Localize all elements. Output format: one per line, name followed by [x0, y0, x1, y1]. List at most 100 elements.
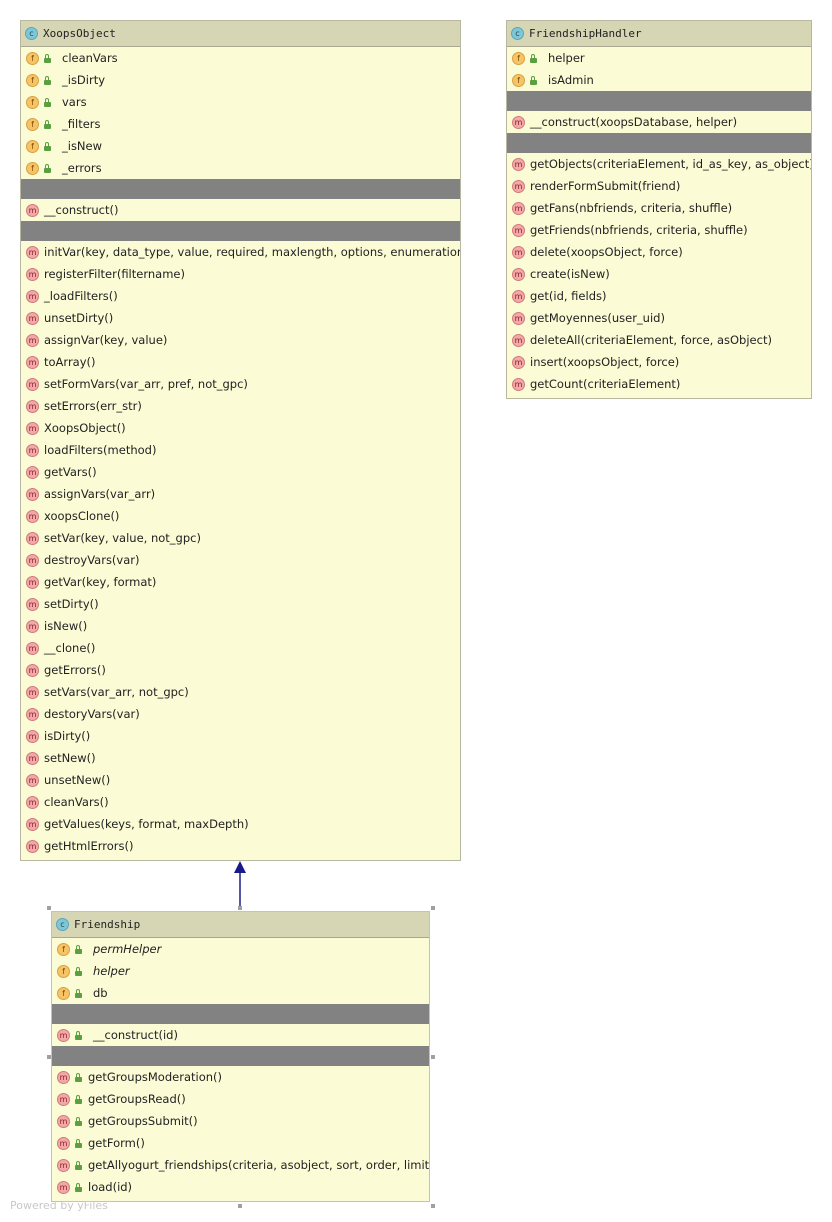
field-row[interactable]: f_filters — [21, 113, 460, 135]
method-row[interactable]: m_loadFilters() — [21, 285, 460, 307]
field-name: cleanVars — [62, 51, 118, 65]
selection-handle[interactable] — [238, 906, 242, 910]
selection-handle[interactable] — [431, 1055, 435, 1059]
visibility-lock-icon — [74, 1072, 83, 1082]
field-name: helper — [548, 51, 585, 65]
selection-handle[interactable] — [47, 1055, 51, 1059]
method-icon: m — [57, 1158, 70, 1172]
field-row[interactable]: f_errors — [21, 157, 460, 179]
method-signature: unsetNew() — [44, 773, 111, 787]
method-signature: getVars() — [44, 465, 97, 479]
method-signature: load(id) — [88, 1180, 133, 1194]
constructor-row[interactable]: m__construct() — [21, 199, 460, 221]
method-signature: getCount(criteriaElement) — [530, 377, 681, 391]
method-icon: m — [26, 289, 39, 303]
powered-by-footer: Powered by yFiles — [10, 1199, 108, 1212]
method-icon: m — [512, 157, 525, 171]
method-signature: getFans(nbfriends, criteria, shuffle) — [530, 201, 733, 215]
selection-handle[interactable] — [431, 906, 435, 910]
method-row[interactable]: m__clone() — [21, 637, 460, 659]
selection-handle[interactable] — [47, 906, 51, 910]
selection-handle[interactable] — [431, 1204, 435, 1208]
visibility-lock-icon — [43, 163, 52, 173]
constructor-row[interactable]: m__construct(xoopsDatabase, helper) — [507, 111, 811, 133]
method-icon: m — [26, 597, 39, 611]
method-icon: m — [512, 377, 525, 391]
field-name: helper — [93, 964, 130, 978]
visibility-lock-icon — [74, 1116, 83, 1126]
method-signature: setErrors(err_str) — [44, 399, 142, 413]
method-signature: getObjects(criteriaElement, id_as_key, a… — [530, 157, 812, 171]
visibility-lock-icon — [43, 119, 52, 129]
method-icon: m — [26, 707, 39, 721]
method-row[interactable]: m getObjects(criteriaElement, id_as_key, … — [507, 153, 811, 175]
method-signature: __construct(xoopsDatabase, helper) — [530, 115, 738, 129]
method-signature: XoopsObject() — [44, 421, 126, 435]
field-row[interactable]: f_isDirty — [21, 69, 460, 91]
visibility-lock-icon — [74, 988, 83, 998]
method-signature: getVar(key, format) — [44, 575, 157, 589]
method-icon: m — [26, 795, 39, 809]
constructor-row[interactable]: m__construct(id) — [52, 1024, 429, 1046]
method-signature: initVar(key, data_type, value, required,… — [44, 245, 461, 259]
method-row[interactable]: m getCount(criteriaElement) — [507, 373, 811, 395]
method-signature: setVars(var_arr, not_gpc) — [44, 685, 189, 699]
field-row[interactable]: f_isNew — [21, 135, 460, 157]
selection-handle[interactable] — [238, 1204, 242, 1208]
method-signature: deleteAll(criteriaElement, force, asObje… — [530, 333, 772, 347]
method-icon: m — [26, 729, 39, 743]
